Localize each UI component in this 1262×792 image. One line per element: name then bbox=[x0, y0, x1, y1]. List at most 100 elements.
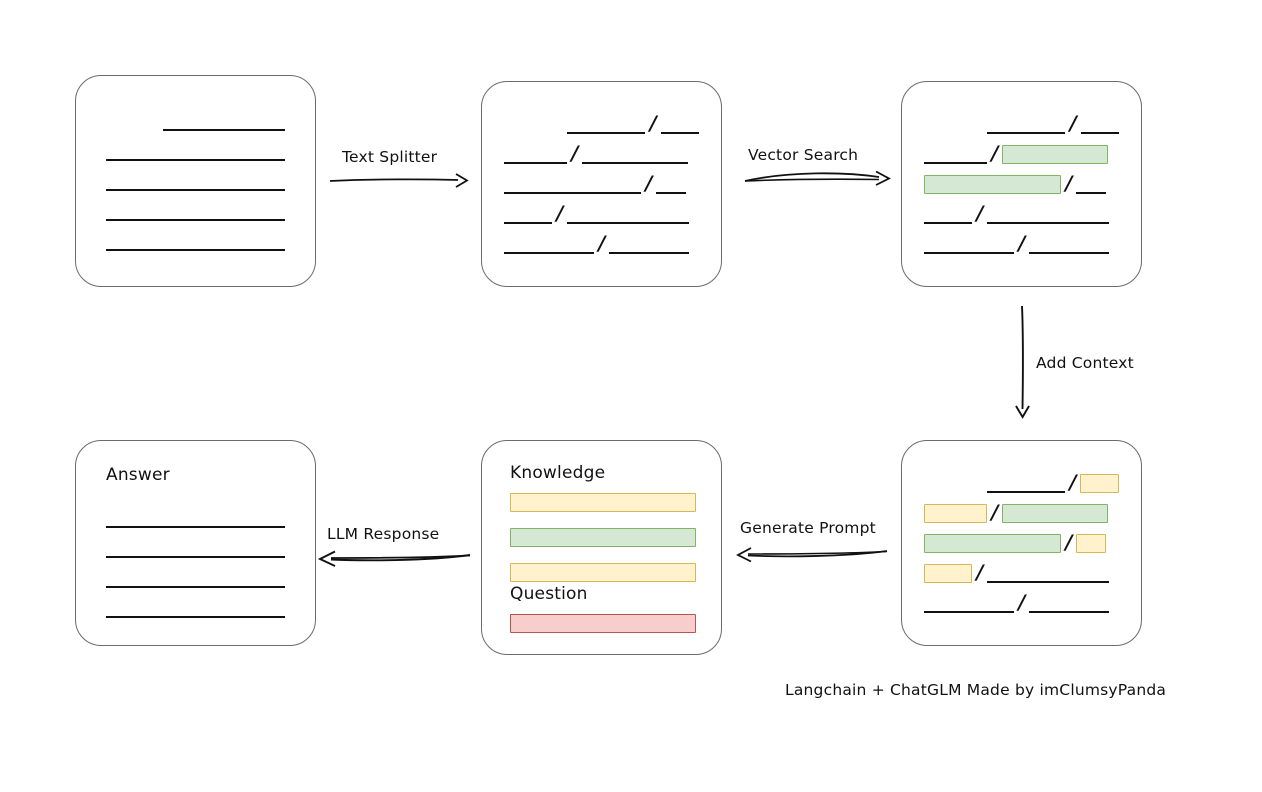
text-line bbox=[987, 581, 1110, 583]
text-line bbox=[924, 252, 1014, 254]
text-line bbox=[106, 159, 285, 161]
edge-label-generate-prompt: Generate Prompt bbox=[740, 519, 876, 537]
document-row bbox=[106, 166, 285, 196]
document-row: / bbox=[924, 109, 1119, 139]
text-line bbox=[567, 132, 646, 134]
text-line bbox=[1080, 132, 1119, 134]
text-line bbox=[106, 219, 285, 221]
chunk-separator-slash: / bbox=[976, 560, 984, 584]
document-row bbox=[106, 533, 285, 563]
chunk-separator-slash: / bbox=[976, 201, 984, 225]
document-row: / bbox=[924, 139, 1119, 169]
text-line bbox=[1029, 611, 1110, 613]
text-line bbox=[987, 222, 1110, 224]
document-row bbox=[106, 503, 285, 533]
source-document-rows bbox=[76, 76, 315, 286]
document-row: / bbox=[924, 498, 1119, 528]
prompt-question-bars bbox=[510, 614, 696, 649]
arrow-text-splitter bbox=[329, 173, 469, 188]
node-prompt[interactable]: Knowledge Question bbox=[481, 440, 722, 655]
node-split-chunks[interactable]: / / / / / bbox=[481, 81, 722, 287]
prompt-question-label: Question bbox=[510, 584, 588, 604]
prompt-bar-red bbox=[510, 614, 696, 633]
text-line bbox=[106, 556, 285, 558]
edge-label-vector-search: Vector Search bbox=[748, 146, 859, 164]
document-row: / bbox=[504, 169, 699, 199]
arrow-llm-response bbox=[317, 550, 471, 567]
arrow-add-context bbox=[1015, 305, 1030, 419]
document-row: / bbox=[924, 468, 1119, 498]
document-row: / bbox=[924, 588, 1119, 618]
document-row bbox=[106, 226, 285, 256]
prompt-knowledge-bars bbox=[510, 493, 696, 598]
text-line bbox=[987, 132, 1066, 134]
node-source-document[interactable] bbox=[75, 75, 316, 287]
text-line bbox=[106, 189, 285, 191]
arrow-generate-prompt bbox=[736, 547, 888, 563]
chunk-separator-slash: / bbox=[571, 141, 579, 165]
document-row bbox=[106, 196, 285, 226]
prompt-bar-yellow bbox=[510, 563, 696, 582]
text-line bbox=[987, 491, 1066, 493]
text-line bbox=[660, 132, 699, 134]
document-row: / bbox=[924, 558, 1119, 588]
text-line bbox=[567, 222, 690, 224]
document-row: / bbox=[504, 139, 699, 169]
edge-label-add-context: Add Context bbox=[1036, 354, 1134, 372]
chunk-separator-slash: / bbox=[991, 500, 999, 524]
text-line bbox=[924, 222, 972, 224]
node-answer[interactable]: Answer bbox=[75, 440, 316, 646]
text-line bbox=[504, 222, 552, 224]
document-row bbox=[106, 106, 285, 136]
document-row: / bbox=[924, 199, 1119, 229]
highlighted-chunk-green bbox=[924, 174, 1061, 194]
chunk-separator-slash: / bbox=[1069, 470, 1077, 494]
highlighted-chunk-yellow bbox=[924, 563, 972, 583]
highlighted-chunk-green bbox=[924, 533, 1061, 553]
chunk-separator-slash: / bbox=[649, 111, 657, 135]
node-context-added-chunks[interactable]: / / / / / bbox=[901, 440, 1142, 646]
chunk-separator-slash: / bbox=[1065, 171, 1073, 195]
answer-label: Answer bbox=[106, 465, 170, 485]
document-row bbox=[106, 136, 285, 166]
prompt-bar-yellow bbox=[510, 493, 696, 512]
arrow-vector-search bbox=[744, 170, 891, 186]
text-line bbox=[504, 252, 594, 254]
document-row: / bbox=[924, 229, 1119, 259]
chunk-separator-slash: / bbox=[1018, 231, 1026, 255]
edge-label-text-splitter: Text Splitter bbox=[342, 148, 438, 166]
text-line bbox=[163, 129, 285, 131]
node-vector-matched-chunks[interactable]: / / / / / bbox=[901, 81, 1142, 287]
chunk-separator-slash: / bbox=[1065, 530, 1073, 554]
chunk-separator-slash: / bbox=[598, 231, 606, 255]
text-line bbox=[106, 526, 285, 528]
prompt-knowledge-label: Knowledge bbox=[510, 463, 606, 483]
chunk-separator-slash: / bbox=[1069, 111, 1077, 135]
document-row: / bbox=[504, 199, 699, 229]
document-row: / bbox=[924, 528, 1119, 558]
text-line bbox=[504, 162, 567, 164]
vector-matched-chunks-rows: / / / / / bbox=[902, 82, 1141, 286]
document-row: / bbox=[504, 229, 699, 259]
text-line bbox=[609, 252, 690, 254]
text-line bbox=[106, 249, 285, 251]
chunk-separator-slash: / bbox=[556, 201, 564, 225]
text-line bbox=[1076, 192, 1107, 194]
highlighted-chunk-yellow bbox=[1076, 533, 1107, 553]
highlighted-chunk-green bbox=[1002, 503, 1109, 523]
highlighted-chunk-yellow bbox=[924, 503, 987, 523]
text-line bbox=[924, 611, 1014, 613]
text-line bbox=[106, 616, 285, 618]
answer-rows bbox=[76, 503, 315, 645]
prompt-bar-green bbox=[510, 528, 696, 547]
chunk-separator-slash: / bbox=[991, 141, 999, 165]
text-line bbox=[656, 192, 687, 194]
chunk-separator-slash: / bbox=[645, 171, 653, 195]
footer-credit: Langchain + ChatGLM Made by imClumsyPand… bbox=[785, 681, 1167, 699]
document-row bbox=[106, 593, 285, 623]
highlighted-chunk-yellow bbox=[1080, 473, 1119, 493]
text-line bbox=[582, 162, 689, 164]
text-line bbox=[924, 162, 987, 164]
document-row: / bbox=[504, 109, 699, 139]
text-line bbox=[504, 192, 641, 194]
